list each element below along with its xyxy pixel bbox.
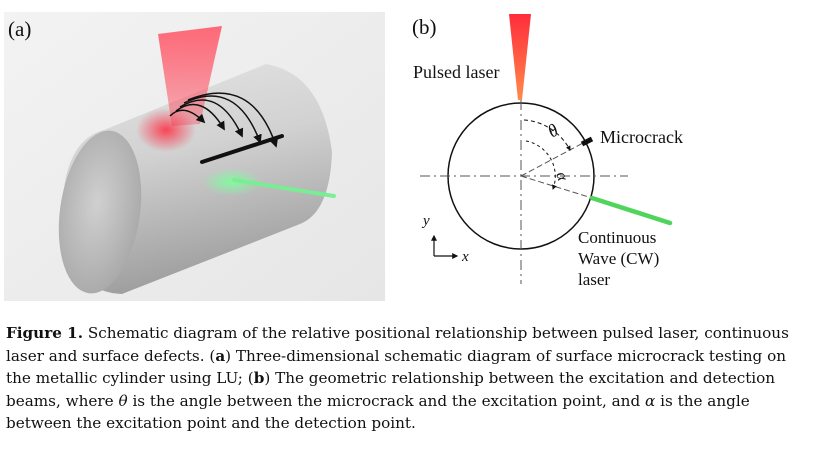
axis-x-label: x: [461, 249, 469, 265]
caption-a-tag: a: [215, 346, 226, 365]
caption-b-tag: b: [253, 369, 265, 388]
cylinder-end-cap: [58, 130, 142, 294]
cw-label-line1: Continuous: [578, 228, 656, 247]
theta-arc: [523, 119, 571, 151]
cw-laser-beam: [232, 178, 336, 198]
caption-b-text: ) The geometric relationship between the…: [6, 369, 776, 410]
microcrack-label: Microcrack: [600, 127, 683, 147]
crack-radius-line: [520, 142, 584, 177]
microcrack-mark: [200, 134, 284, 164]
cw-label-line3: laser: [578, 270, 610, 289]
figure-label: Figure 1.: [6, 324, 84, 342]
cw-label-line2: Wave (CW): [578, 249, 659, 268]
theta-symbol: θ: [544, 120, 562, 142]
pulsed-laser-beam: [158, 26, 222, 126]
panel-a-label: (a): [8, 17, 31, 41]
panel-b-label: (b): [412, 15, 437, 39]
caption-mid-text: is the angle between the microcrack and …: [127, 391, 646, 410]
caption-end-text: is the angle between the excitation poin…: [6, 391, 750, 433]
cw-laser-beam: [589, 195, 673, 226]
cw-laser-spot: [202, 168, 262, 196]
pulsed-laser-spot: [136, 108, 196, 152]
figure-caption: Figure 1. Schematic diagram of the relat…: [6, 322, 806, 435]
caption-theta: θ: [118, 391, 128, 410]
panel-b-diagram: (b) Pulsed laser θ α Microcrack Continuo…: [412, 14, 683, 289]
surface-wave-arrows: [169, 92, 278, 148]
axis-y-label: y: [421, 213, 430, 229]
microcrack-mark: [580, 136, 594, 147]
coordinate-axes: [431, 234, 459, 259]
pulsed-laser-beam: [509, 14, 531, 100]
pulsed-laser-label: Pulsed laser: [413, 62, 499, 82]
caption-a-text: ) Three-dimensional schematic diagram of…: [6, 346, 787, 388]
panel-a-illustration: (a): [4, 12, 385, 301]
alpha-arc: [525, 140, 557, 190]
caption-alpha: α: [645, 391, 656, 410]
caption-intro: Schematic diagram of the relative positi…: [6, 324, 789, 365]
